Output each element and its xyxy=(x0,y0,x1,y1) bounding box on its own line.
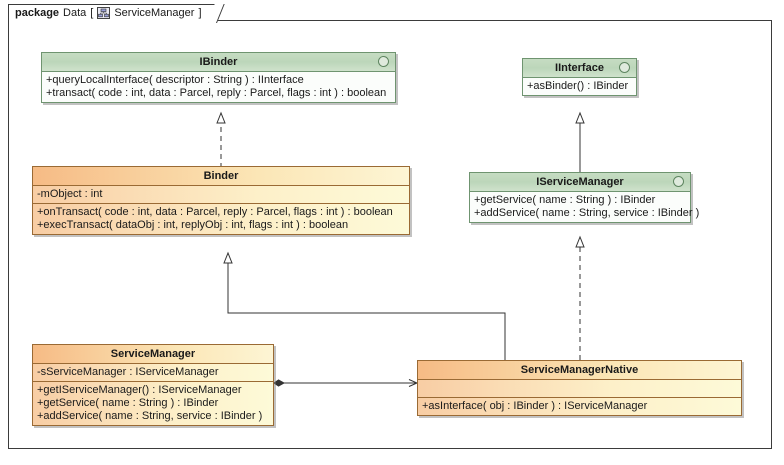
node-servicemanagernative[interactable]: ServiceManagerNative +asInterface( obj :… xyxy=(417,360,742,416)
interface-circle-icon xyxy=(673,176,684,187)
operation-row: +onTransact( code : int, data : Parcel, … xyxy=(37,206,393,218)
node-iinterface-name: IInterface xyxy=(555,62,604,74)
node-ibinder-name: IBinder xyxy=(199,56,238,68)
operation-row: +execTransact( dataObj : int, replyObj :… xyxy=(37,219,349,231)
node-binder-title: Binder xyxy=(33,167,409,186)
node-servicemanager[interactable]: ServiceManager -sServiceManager : IServi… xyxy=(32,344,274,426)
node-servicemanagernative-name: ServiceManagerNative xyxy=(520,364,639,376)
operation-row: +asBinder() : IBinder xyxy=(527,80,629,92)
node-servicemanager-title: ServiceManager xyxy=(33,345,273,364)
operation-row: +getService( name : String ) : IBinder xyxy=(474,194,656,206)
node-ibinder-title: IBinder xyxy=(42,53,395,72)
package-tab: package Data [ ServiceManager ] xyxy=(8,4,225,23)
node-iinterface-title: IInterface xyxy=(523,59,636,78)
operation-row: +addService( name : String, service : IB… xyxy=(37,410,263,422)
node-iservicemanager-title: IServiceManager xyxy=(470,173,690,192)
node-iinterface[interactable]: IInterface +asBinder() : IBinder xyxy=(522,58,637,96)
node-iservicemanager[interactable]: IServiceManager +getService( name : Stri… xyxy=(469,172,700,223)
attribute-row-empty xyxy=(422,382,737,395)
interface-circle-icon xyxy=(619,62,630,73)
node-servicemanager-attributes: -sServiceManager : IServiceManager xyxy=(33,364,273,382)
node-ibinder[interactable]: IBinder +queryLocalInterface( descriptor… xyxy=(41,52,396,103)
node-servicemanagernative-operations: +asInterface( obj : IBinder ) : IService… xyxy=(418,398,741,415)
node-binder-operations: +onTransact( code : int, data : Parcel, … xyxy=(33,204,409,234)
attribute-row: -mObject : int xyxy=(37,188,103,200)
node-binder[interactable]: Binder -mObject : int +onTransact( code … xyxy=(32,166,410,235)
node-iservicemanager-name: IServiceManager xyxy=(536,176,624,188)
package-bracket-open: [ xyxy=(90,6,94,19)
node-binder-name: Binder xyxy=(203,170,239,182)
package-keyword: package xyxy=(15,6,60,19)
operation-row: +asInterface( obj : IBinder ) : IService… xyxy=(422,400,648,412)
package-name: Data xyxy=(63,6,87,19)
node-servicemanager-operations: +getIServiceManager() : IServiceManager … xyxy=(33,382,273,425)
operation-row: +transact( code : int, data : Parcel, re… xyxy=(46,87,387,99)
class-diagram-icon xyxy=(97,7,111,19)
operation-row: +getIServiceManager() : IServiceManager xyxy=(37,384,242,396)
node-ibinder-operations: +queryLocalInterface( descriptor : Strin… xyxy=(42,72,395,102)
operation-row: +queryLocalInterface( descriptor : Strin… xyxy=(46,74,304,86)
node-servicemanagernative-title: ServiceManagerNative xyxy=(418,361,741,380)
package-bracket-close: ] xyxy=(198,6,202,19)
node-binder-attributes: -mObject : int xyxy=(33,186,409,204)
node-iinterface-operations: +asBinder() : IBinder xyxy=(523,78,636,95)
operation-row: +getService( name : String ) : IBinder xyxy=(37,397,219,409)
package-diagram-name: ServiceManager xyxy=(114,6,195,19)
node-iservicemanager-operations: +getService( name : String ) : IBinder +… xyxy=(470,192,700,222)
interface-circle-icon xyxy=(378,56,389,67)
operation-row: +addService( name : String, service : IB… xyxy=(474,207,700,219)
attribute-row: -sServiceManager : IServiceManager xyxy=(37,366,219,378)
node-servicemanager-name: ServiceManager xyxy=(110,348,196,360)
node-servicemanagernative-attributes xyxy=(418,380,741,398)
